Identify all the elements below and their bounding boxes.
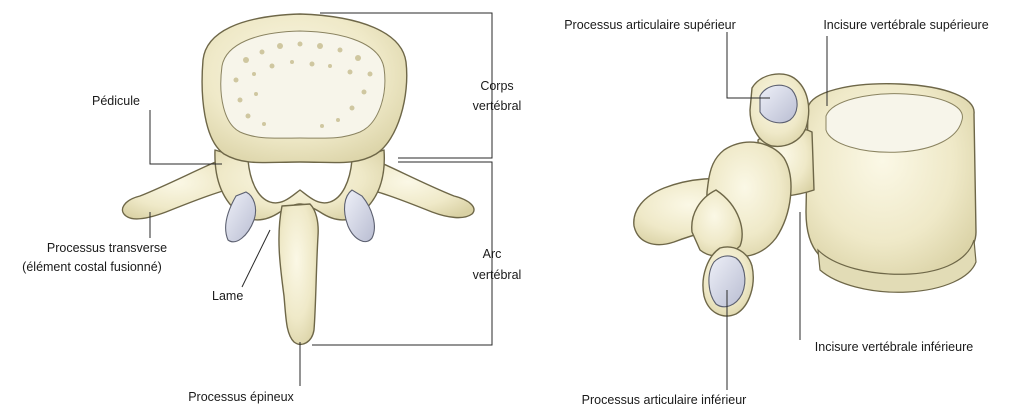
label-pedicule: Pédicule: [92, 94, 140, 108]
spinous-process: [279, 204, 318, 344]
vertebral-body-spongy: [221, 31, 385, 138]
label-corps-2: vertébral: [473, 99, 522, 113]
label-corps-1: Corps: [480, 79, 513, 93]
label-art-sup: Processus articulaire supérieur: [564, 18, 736, 32]
label-art-inf: Processus articulaire inférieur: [582, 393, 747, 407]
label-epineux: Processus épineux: [188, 390, 294, 404]
label-arc-1: Arc: [483, 247, 502, 261]
superior-view: [122, 14, 474, 344]
label-incisure-sup: Incisure vertébrale supérieure: [823, 18, 988, 32]
label-arc-2: vertébral: [473, 268, 522, 282]
label-transverse-2: (élément costal fusionné): [22, 260, 162, 274]
superior-articular-facet-lateral: [760, 85, 797, 123]
label-incisure-inf: Incisure vertébrale inférieure: [815, 340, 973, 354]
lateral-view: [634, 74, 976, 316]
leader-lame: [242, 230, 270, 287]
label-lame: Lame: [212, 289, 243, 303]
label-transverse-1: Processus transverse: [47, 241, 167, 255]
